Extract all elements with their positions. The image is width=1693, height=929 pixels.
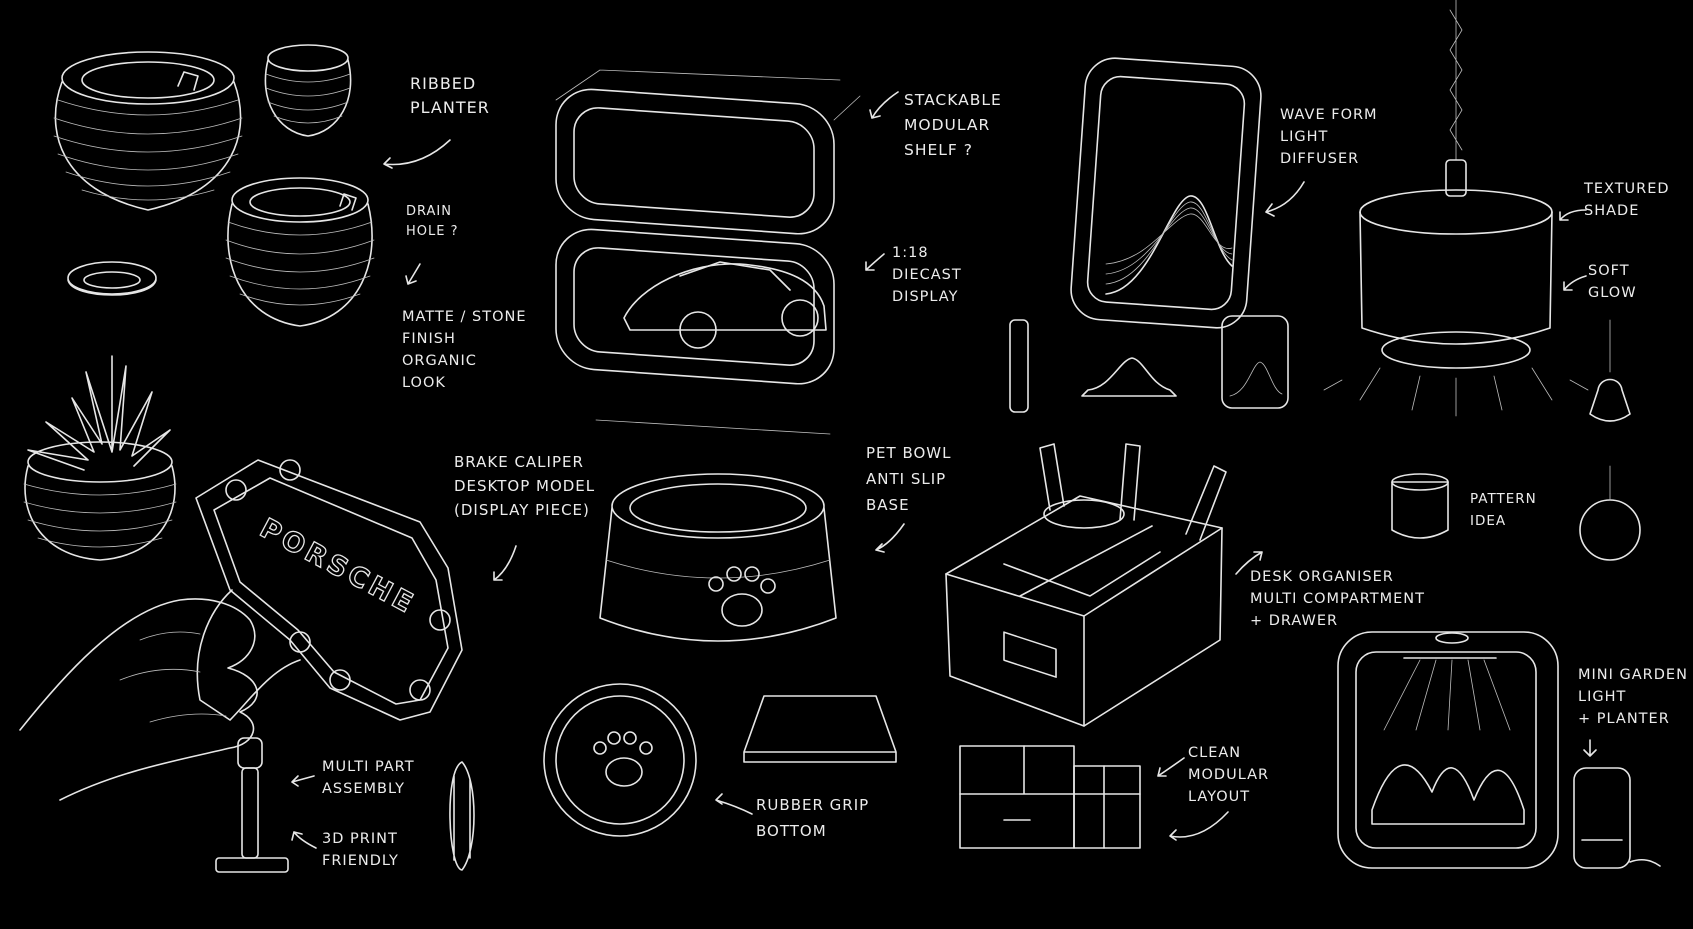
note-clean-modular: CLEAN MODULAR LAYOUT [1188, 745, 1270, 805]
mini-garden-sketch [1337, 631, 1559, 869]
drain-hole-arrow [405, 263, 421, 285]
multi-part-arrow [291, 775, 315, 787]
ribbed-planter-arrow [383, 139, 451, 169]
print-friendly-arrow [291, 831, 317, 849]
pet-bowl-sketch [599, 473, 837, 642]
textured-shade-arrow [1559, 209, 1587, 221]
paw-print-icon [708, 566, 776, 627]
note-soft-glow: SOFT GLOW [1588, 263, 1637, 301]
caliper-part-sketch [215, 737, 475, 873]
note-pattern-idea: PATTERN IDEA [1470, 491, 1537, 529]
note-pet-bowl: PET BOWL ANTI SLIP BASE [866, 444, 952, 514]
ribbed-planter-large-sketch [53, 51, 243, 211]
desk-organiser-sketch [945, 443, 1227, 727]
mini-pendant-sketch [1579, 319, 1641, 561]
note-mini-garden: MINI GARDEN LIGHT + PLANTER [1578, 667, 1688, 727]
note-print-friendly: 3D PRINT FRIENDLY [322, 831, 399, 869]
wave-diffuser-sketch [1070, 57, 1262, 329]
note-textured-shade: TEXTURED SHADE [1584, 181, 1670, 219]
pattern-swatch-sketch [1391, 473, 1449, 539]
soft-glow-arrow [1563, 275, 1587, 291]
shelf-arrow [869, 91, 899, 119]
pet-bowl-arrow [875, 523, 905, 553]
note-desk-organiser: DESK ORGANISER MULTI COMPARTMENT + DRAWE… [1250, 569, 1425, 629]
brake-caliper-sketch: PORSCHE [19, 459, 463, 801]
organiser-arrow [1235, 551, 1263, 575]
caliper-logo-text: PORSCHE [255, 513, 421, 621]
diecast-car-sketch [623, 261, 827, 349]
clean-modular-arrow [1157, 757, 1185, 777]
ribbed-planter-medium-sketch [225, 177, 375, 327]
organiser-views-sketch [959, 745, 1141, 849]
note-rubber-grip: RUBBER GRIP BOTTOM [756, 796, 870, 840]
diecast-arrow [865, 253, 885, 271]
clean-modular-arrow-2 [1169, 811, 1229, 841]
wave-diffuser-views-sketch [1009, 315, 1289, 413]
pet-bowl-base-sketch [543, 683, 897, 837]
mini-garden-arrow [1583, 739, 1597, 757]
mini-garden-side-sketch [1573, 767, 1661, 869]
note-diecast: 1:18 DIECAST DISPLAY [892, 245, 962, 305]
note-ribbed-planter: RIBBED PLANTER [410, 74, 490, 117]
note-multi-part: MULTI PART ASSEMBLY [322, 759, 415, 797]
caliper-arrow [493, 545, 517, 581]
pendant-lamp-sketch [1323, 0, 1589, 417]
note-brake-caliper: BRAKE CALIPER DESKTOP MODEL (DISPLAY PIE… [454, 453, 596, 519]
wave-arrow [1265, 181, 1305, 217]
note-wave-form: WAVE FORM LIGHT DIFFUSER [1280, 107, 1378, 167]
note-stackable-shelf: STACKABLE MODULAR SHELF ? [904, 91, 1002, 159]
succulent-planter-sketch [23, 355, 177, 561]
note-matte-finish: MATTE / STONE FINISH ORGANIC LOOK [402, 309, 527, 391]
rubber-grip-arrow [715, 793, 753, 815]
drain-tray-sketch [67, 261, 157, 296]
note-drain-hole: DRAIN HOLE ? [406, 204, 459, 239]
stackable-shelf-sketch [555, 69, 861, 435]
ribbed-planter-small-sketch [264, 44, 352, 137]
